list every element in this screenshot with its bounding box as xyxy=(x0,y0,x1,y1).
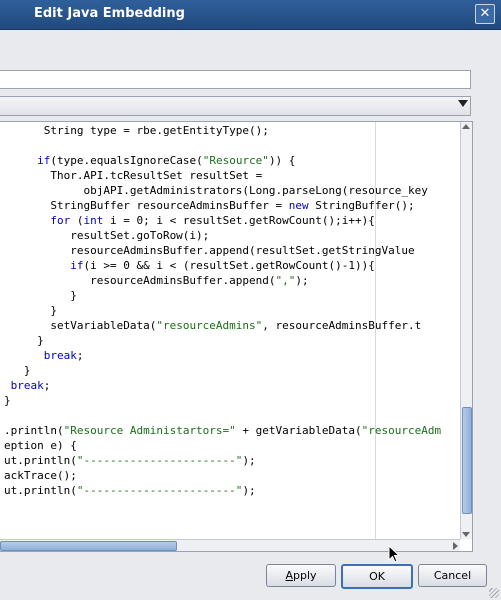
code-text: } xyxy=(4,334,44,347)
code-line[interactable]: ut.println("-----------------------"); xyxy=(4,453,256,468)
code-text: , resourceAdminsBuffer.t xyxy=(262,319,422,332)
code-area[interactable]: String type = rbe.getEntityType(); if(ty… xyxy=(0,122,460,539)
code-line[interactable]: break; xyxy=(4,348,84,363)
code-text: (i >= 0 && i < (resultSet.getRowCount()-… xyxy=(83,259,375,272)
code-string: "," xyxy=(275,274,296,287)
code-keyword: break xyxy=(43,349,77,362)
code-line[interactable]: for (int i = 0; i < resultSet.getRowCoun… xyxy=(4,213,375,228)
code-line[interactable]: if(type.equalsIgnoreCase("Resource")) { xyxy=(4,153,295,168)
code-keyword: if xyxy=(37,154,51,167)
mouse-pointer-icon xyxy=(388,545,400,563)
code-line[interactable]: StringBuffer resourceAdminsBuffer = new … xyxy=(4,198,415,213)
code-text: .println( xyxy=(4,424,64,437)
code-line[interactable]: setVariableData("resourceAdmins", resour… xyxy=(4,318,421,333)
code-text: ut.println( xyxy=(4,454,77,467)
code-line[interactable]: resourceAdminsBuffer.append(","); xyxy=(4,273,309,288)
window-title: Edit Java Embedding xyxy=(34,6,185,21)
code-keyword: break xyxy=(10,379,44,392)
code-line[interactable]: } xyxy=(4,333,44,348)
code-text: ); xyxy=(242,484,256,497)
chevron-down-icon[interactable] xyxy=(458,100,468,107)
code-line[interactable]: .println("Resource Administartors=" + ge… xyxy=(4,423,441,438)
code-line[interactable]: } xyxy=(4,363,31,378)
code-text xyxy=(4,154,37,167)
code-text: } xyxy=(4,394,11,407)
horizontal-scrollbar[interactable] xyxy=(0,539,460,551)
code-text: setVariableData( xyxy=(4,319,157,332)
code-text: StringBuffer resourceAdminsBuffer = xyxy=(4,199,289,212)
cancel-button[interactable]: Cancel xyxy=(418,564,487,587)
code-text: resourceAdminsBuffer.append(resultSet.ge… xyxy=(4,244,415,257)
close-button[interactable]: ✕ xyxy=(475,4,495,24)
code-line[interactable]: Thor.API.tcResultSet resultSet = xyxy=(4,168,262,183)
code-line[interactable]: resourceAdminsBuffer.append(resultSet.ge… xyxy=(4,243,415,258)
code-text: resultSet.goToRow(i); xyxy=(4,229,210,242)
resize-grip[interactable] xyxy=(489,588,499,598)
title-bar[interactable]: Edit Java Embedding ✕ xyxy=(0,0,501,30)
code-text xyxy=(4,259,70,272)
code-text: ackTrace(); xyxy=(4,469,77,482)
code-line[interactable]: } xyxy=(4,288,77,303)
horizontal-scroll-thumb[interactable] xyxy=(0,541,177,551)
code-text: + getVariableData( xyxy=(235,424,362,437)
ok-button[interactable]: OK xyxy=(341,564,413,589)
code-text: String type = rbe.getEntityType(); xyxy=(4,124,269,137)
code-keyword: new xyxy=(288,199,309,212)
code-text: objAPI.getAdministrators(Long.parseLong(… xyxy=(4,184,428,197)
code-line[interactable]: if(i >= 0 && i < (resultSet.getRowCount(… xyxy=(4,258,375,273)
code-text: i = 0; i < resultSet.getRowCount();i++){ xyxy=(103,214,375,227)
code-text xyxy=(4,379,11,392)
code-text: ); xyxy=(242,454,256,467)
code-text xyxy=(4,214,50,227)
code-text: } xyxy=(4,364,31,377)
code-line[interactable]: String type = rbe.getEntityType(); xyxy=(4,123,269,138)
code-text: ut.println( xyxy=(4,484,77,497)
scroll-right-icon[interactable] xyxy=(453,542,458,550)
code-line[interactable]: break; xyxy=(4,378,51,393)
close-icon: ✕ xyxy=(479,6,491,21)
code-text: ( xyxy=(70,214,84,227)
code-keyword: for xyxy=(50,214,71,227)
code-text: StringBuffer(); xyxy=(308,199,415,212)
code-string: "resourceAdm xyxy=(361,424,442,437)
code-line[interactable]: ut.println("-----------------------"); xyxy=(4,483,256,498)
code-line[interactable]: eption e) { xyxy=(4,438,77,453)
code-text: eption e) { xyxy=(4,439,77,452)
code-keyword: if xyxy=(70,259,84,272)
code-line[interactable]: resultSet.goToRow(i); xyxy=(4,228,209,243)
code-text xyxy=(4,349,44,362)
code-line[interactable]: ackTrace(); xyxy=(4,468,77,483)
vertical-scrollbar[interactable] xyxy=(460,122,472,539)
code-text: } xyxy=(4,289,77,302)
embedding-combo[interactable] xyxy=(0,96,471,116)
code-keyword: int xyxy=(83,214,104,227)
code-line[interactable]: } xyxy=(4,393,11,408)
code-string: "-----------------------" xyxy=(76,484,243,497)
code-text: ); xyxy=(295,274,309,287)
code-text: } xyxy=(4,304,57,317)
code-string: "-----------------------" xyxy=(76,454,243,467)
code-string: "Resource" xyxy=(202,154,269,167)
code-text: Thor.API.tcResultSet resultSet = xyxy=(4,169,263,182)
code-line[interactable]: } xyxy=(4,303,57,318)
code-string: "resourceAdmins" xyxy=(156,319,263,332)
vertical-scroll-thumb[interactable] xyxy=(462,407,472,514)
scroll-up-icon[interactable] xyxy=(462,124,470,129)
scroll-down-icon[interactable] xyxy=(462,532,470,537)
code-text: )) { xyxy=(268,154,296,167)
code-text: (type.equalsIgnoreCase( xyxy=(50,154,203,167)
dialog-panel: String type = rbe.getEntityType(); if(ty… xyxy=(0,30,501,600)
code-text: ; xyxy=(76,349,84,362)
name-input[interactable] xyxy=(0,70,471,89)
apply-button[interactable]: Apply xyxy=(266,564,336,587)
code-editor[interactable]: String type = rbe.getEntityType(); if(ty… xyxy=(0,121,473,552)
code-text: resourceAdminsBuffer.append( xyxy=(4,274,276,287)
right-margin-guide xyxy=(375,122,376,542)
code-text: ; xyxy=(43,379,51,392)
code-string: "Resource Administartors=" xyxy=(63,424,236,437)
code-line[interactable]: objAPI.getAdministrators(Long.parseLong(… xyxy=(4,183,428,198)
